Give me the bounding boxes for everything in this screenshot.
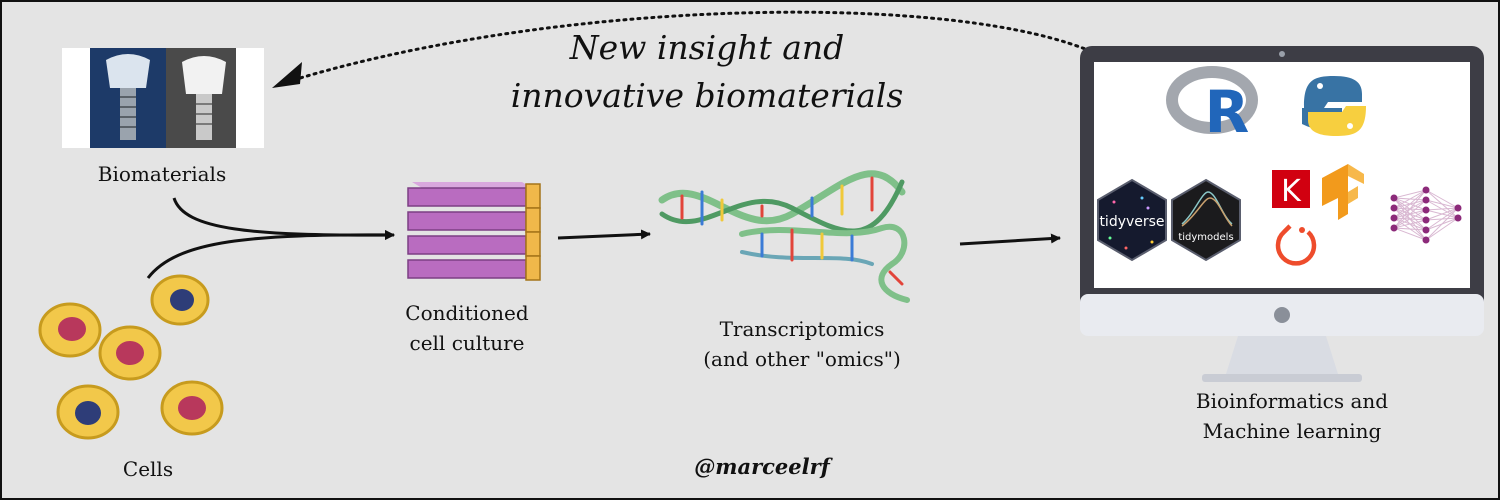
nn-connection — [1425, 207, 1459, 231]
author-credit: @marceelrf — [694, 454, 830, 479]
omics-to-computer-arrow — [959, 233, 1061, 246]
nn-connection — [1425, 189, 1459, 209]
nn-connection — [1393, 189, 1427, 229]
svg-text:K: K — [1281, 174, 1302, 209]
nn-connection — [1393, 219, 1427, 229]
biomaterials-arrow — [172, 197, 395, 241]
dna-helix-icon — [658, 170, 910, 303]
tidyverse-hex-icon: tidyverse — [1097, 178, 1167, 262]
tensorflow-logo-icon — [1322, 164, 1364, 220]
omics-label-line-1: Transcriptomics — [719, 317, 885, 341]
culture-label-line-2: cell culture — [409, 331, 525, 355]
r-logo-icon: R — [1166, 66, 1258, 146]
headline: New insight and innovative biomaterials — [472, 24, 942, 120]
nn-node — [1422, 236, 1430, 244]
keras-logo-icon: K — [1272, 170, 1310, 209]
nn-connection — [1425, 207, 1459, 241]
bioinformatics-label: Bioinformatics and Machine learning — [1172, 386, 1412, 446]
nn-connection — [1425, 207, 1459, 221]
cells-label: Cells — [122, 457, 174, 481]
feedback-arrowhead — [272, 62, 302, 88]
feedback-dotted-arrow — [285, 10, 1099, 84]
nn-node — [1422, 226, 1430, 234]
bioinformatics-label-line-1: Bioinformatics and — [1195, 389, 1389, 413]
nn-connection — [1393, 199, 1427, 229]
nn-connection — [1425, 207, 1459, 211]
svg-text:tidyverse: tidyverse — [1099, 214, 1164, 230]
nn-connection — [1393, 189, 1427, 209]
nn-connection — [1393, 189, 1427, 199]
omics-label: Transcriptomics (and other "omics") — [672, 314, 932, 374]
culture-label: Conditioned cell culture — [382, 298, 552, 358]
svg-text:R: R — [1205, 78, 1250, 146]
nn-node — [1422, 216, 1430, 224]
neural-network-icon — [1390, 186, 1462, 244]
python-logo-icon — [1302, 76, 1366, 136]
nn-node — [1422, 196, 1430, 204]
nn-node — [1422, 206, 1430, 214]
nn-node — [1390, 204, 1398, 212]
biomaterials-label: Biomaterials — [97, 162, 227, 186]
nn-node — [1390, 224, 1398, 232]
omics-label-line-2: (and other "omics") — [703, 347, 901, 371]
svg-text:tidymodels: tidymodels — [1178, 232, 1233, 243]
nn-connection — [1393, 209, 1427, 229]
nn-connection — [1425, 199, 1459, 209]
nn-node — [1454, 214, 1462, 222]
tidymodels-hex-icon: tidymodels — [1171, 178, 1241, 262]
nn-connection — [1393, 189, 1427, 219]
headline-line-1: New insight and — [569, 28, 845, 67]
nn-connection — [1393, 227, 1427, 231]
nn-connection — [1393, 227, 1427, 241]
nn-node — [1390, 214, 1398, 222]
nn-node — [1422, 186, 1430, 194]
culture-to-omics-arrow — [557, 229, 651, 240]
bioinformatics-label-line-2: Machine learning — [1202, 419, 1382, 443]
culture-label-line-1: Conditioned — [405, 301, 529, 325]
nn-node — [1390, 194, 1398, 202]
pytorch-logo-icon — [1275, 224, 1317, 266]
flask-stack-icon — [407, 182, 541, 281]
cells-arrow — [146, 229, 395, 279]
cell-icon — [38, 274, 224, 440]
nn-node — [1454, 204, 1462, 212]
dental-implant-icon — [62, 48, 264, 148]
headline-line-2: innovative biomaterials — [510, 76, 904, 115]
nn-connection — [1425, 217, 1459, 241]
